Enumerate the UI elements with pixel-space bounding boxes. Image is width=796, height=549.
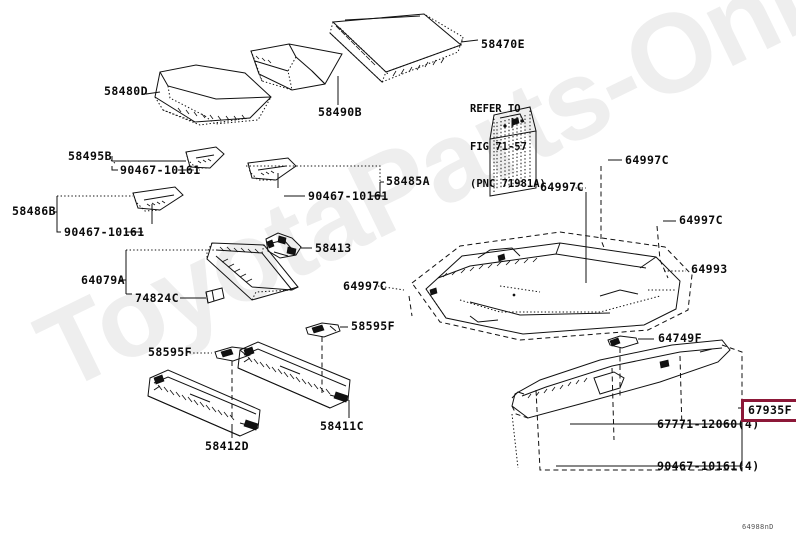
part-64993-shape — [411, 231, 693, 341]
label-64997c-d: 64997C — [679, 213, 723, 227]
part-71981a-shape — [489, 106, 537, 197]
label-58411c: 58411C — [320, 419, 364, 433]
part-64749f-shape — [607, 335, 639, 349]
label-64997c-a: 64997C — [625, 153, 669, 167]
part-58490b-shape — [250, 43, 343, 91]
leader-58495b-bracket — [111, 156, 186, 162]
refer-to-note: REFER TO FIG 71-57 (PNC 71981A) — [470, 78, 546, 216]
part-74824c-shape — [205, 287, 225, 304]
diagram-footer-code: 64988nD — [742, 523, 774, 531]
label-74824c: 74824C — [135, 291, 179, 305]
label-58490b: 58490B — [318, 105, 362, 119]
part-58412d-shape — [147, 369, 261, 437]
refer-line-2: FIG 71-57 — [470, 140, 527, 153]
part-58495b-shape — [185, 146, 225, 169]
label-58495b: 58495B — [68, 149, 112, 163]
part-58411c-shape — [237, 341, 351, 409]
label-58486b: 58486B — [12, 204, 56, 218]
label-90467-10161-a: 90467-10161 — [120, 163, 201, 177]
label-58412d: 58412D — [205, 439, 249, 453]
label-64079a: 64079A — [81, 273, 125, 287]
leader-58480d — [145, 91, 161, 95]
leader-58485a-bracket — [246, 165, 381, 182]
label-58595f-right: 58595F — [351, 319, 395, 333]
label-90467-10161-b: 90467-10161 — [308, 189, 389, 203]
part-67935f-shape — [511, 339, 743, 471]
part-58480d-shape — [154, 64, 272, 126]
part-58413-shape — [265, 232, 302, 259]
part-58595f-right-shape — [305, 322, 341, 338]
refer-line-3: (PNC 71981A) — [470, 178, 546, 190]
label-58470e: 58470E — [481, 37, 525, 51]
label-58595f-left: 58595F — [148, 345, 192, 359]
label-64749f: 64749F — [658, 331, 702, 345]
highlighted-part-number[interactable]: 67935F — [741, 399, 796, 422]
label-58485a: 58485A — [386, 174, 430, 188]
label-58413: 58413 — [315, 241, 352, 255]
leader-64997e-dots — [377, 285, 405, 291]
part-64079a-shape — [206, 242, 299, 301]
label-90467-10161-c: 90467-10161 — [64, 225, 145, 239]
label-64997c-e: 64997C — [343, 279, 387, 293]
leader-58470e — [460, 39, 479, 43]
refer-line-1: REFER TO — [470, 103, 521, 115]
label-64997c-b: 64997C — [540, 180, 584, 194]
label-67771-12060: 67771-12060(4) — [657, 417, 760, 431]
label-64993: 64993 — [691, 262, 728, 276]
leader-58495b-stub — [111, 166, 118, 171]
part-58485a-shape — [247, 157, 297, 181]
part-58595f-left-shape — [214, 346, 251, 362]
label-58480d: 58480D — [104, 84, 148, 98]
label-90467-10161-d: 90467-10161(4) — [657, 459, 760, 473]
part-58486b-shape — [132, 186, 184, 212]
part-58470e-shape — [329, 13, 464, 83]
